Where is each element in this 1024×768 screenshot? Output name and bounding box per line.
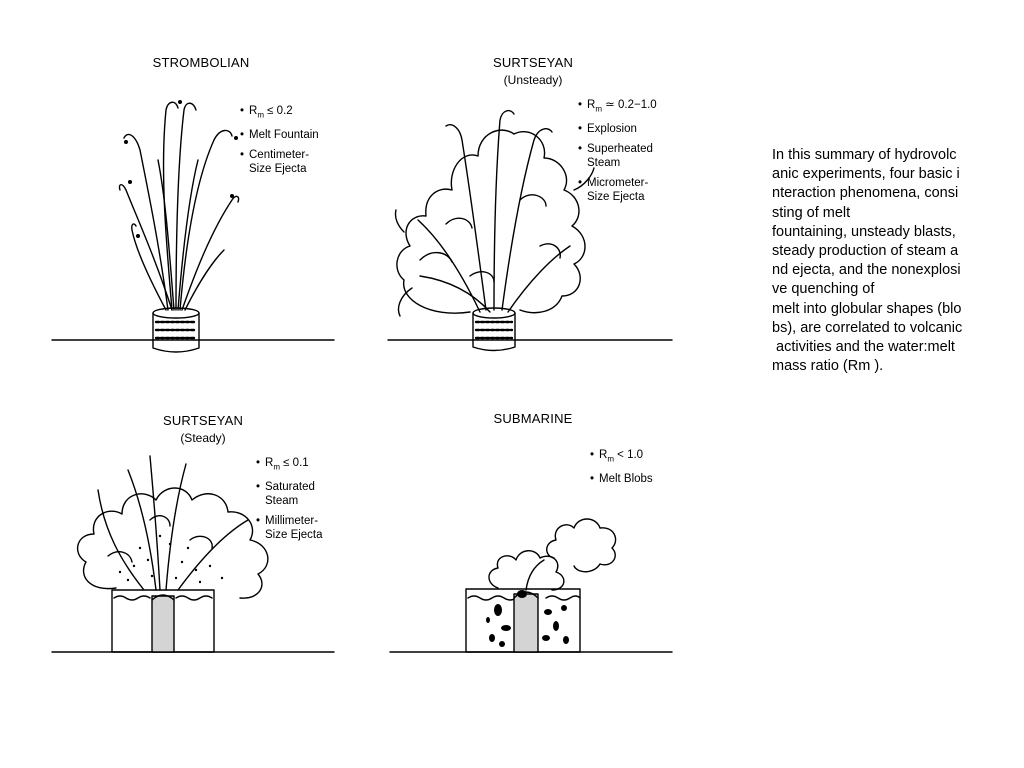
caption-line: In this summary of hydrovolc [772, 147, 957, 163]
submarine-melt-blobs [486, 590, 569, 647]
submarine-steam [488, 550, 565, 591]
surtseyan-steady-title: SURTSEYAN [162, 413, 244, 428]
caption-line: ve quenching of [772, 281, 875, 298]
surtseyan-steady-drawing [51, 455, 335, 653]
strombolian-bullet-3: Centimeter- Size Ejecta [240, 148, 350, 176]
surtseyan-steady-subtitle: (Steady) [180, 431, 226, 445]
strombolian-drawing [51, 100, 335, 353]
strombolian-fountain [118, 101, 240, 311]
surtseyan-steady-cloud [76, 487, 269, 599]
submarine-vent [513, 593, 539, 653]
caption-line: steady production of steam a [772, 243, 959, 260]
strombolian-bullets: Rm ≤ 0.2 Melt Fountain Centimeter- Size … [240, 104, 350, 182]
surtseyan-unsteady-subtitle: (Unsteady) [503, 73, 563, 87]
surtseyan-unsteady-rm: Rm ≃ 0.2−1.0 [578, 98, 698, 116]
strombolian-cylinder-body [152, 312, 200, 353]
strombolian-rm: Rm ≤ 0.2 [240, 104, 350, 122]
submarine-bullets: Rm < 1.0 Melt Blobs [590, 448, 700, 492]
surtseyan-unsteady-bullet-4: Micrometer- Size Ejecta [578, 176, 698, 204]
surtseyan-steady-bullet-3: Millimeter- Size Ejecta [256, 514, 366, 542]
caption-line: mass ratio (Rm ). [772, 358, 884, 375]
surtseyan-unsteady-cylinder-body [472, 312, 516, 352]
surtseyan-steady-ejecta [118, 534, 224, 584]
caption-line: anic experiments, four basic i [772, 166, 960, 183]
strombolian-title: STROMBOLIAN [152, 55, 250, 70]
submarine-rm: Rm < 1.0 [590, 448, 700, 466]
hydrovolcanic-figure: STROMBOLIAN SURTSEYAN (Unsteady) SURTSEY… [0, 0, 760, 768]
caption-line: activities and the water:melt [772, 339, 955, 356]
caption-line: melt into globular shapes (blo [772, 300, 962, 317]
surtseyan-steady-bullet-2: Saturated Steam [256, 480, 366, 508]
surtseyan-unsteady-title: SURTSEYAN [492, 55, 574, 70]
surtseyan-unsteady-bullet-3: Superheated Steam [578, 142, 698, 170]
caption-line: sting of melt [772, 204, 851, 221]
submarine-bullet-2: Melt Blobs [590, 472, 700, 486]
surtseyan-unsteady-bullets: Rm ≃ 0.2−1.0 Explosion Superheated Steam… [578, 98, 698, 210]
surtseyan-unsteady-bullet-2: Explosion [578, 122, 698, 136]
surtseyan-unsteady-drawing [387, 109, 673, 352]
surtseyan-unsteady-blast [417, 109, 571, 313]
caption-line: fountaining, unsteady blasts, [772, 223, 956, 240]
submarine-title: SUBMARINE [493, 411, 573, 426]
caption-line: nd ejecta, and the nonexplosi [772, 262, 961, 279]
caption-line: bs), are correlated to volcanic [772, 319, 963, 336]
figure-drawings [51, 100, 673, 653]
surtseyan-steady-bullets: Rm ≤ 0.1 Saturated Steam Millimeter- Siz… [256, 456, 366, 548]
strombolian-bullet-2: Melt Fountain [240, 128, 350, 142]
submarine-upper-steam [546, 518, 617, 573]
figure-caption: In this summary of hydrovolc anic experi… [772, 146, 1012, 376]
surtseyan-steady-vent [151, 595, 175, 653]
caption-line: nteraction phenomena, consi [772, 185, 959, 202]
submarine-drawing [389, 518, 673, 653]
surtseyan-steady-rm: Rm ≤ 0.1 [256, 456, 366, 474]
surtseyan-unsteady-cloud [396, 129, 586, 314]
strombolian-drops [124, 100, 238, 238]
